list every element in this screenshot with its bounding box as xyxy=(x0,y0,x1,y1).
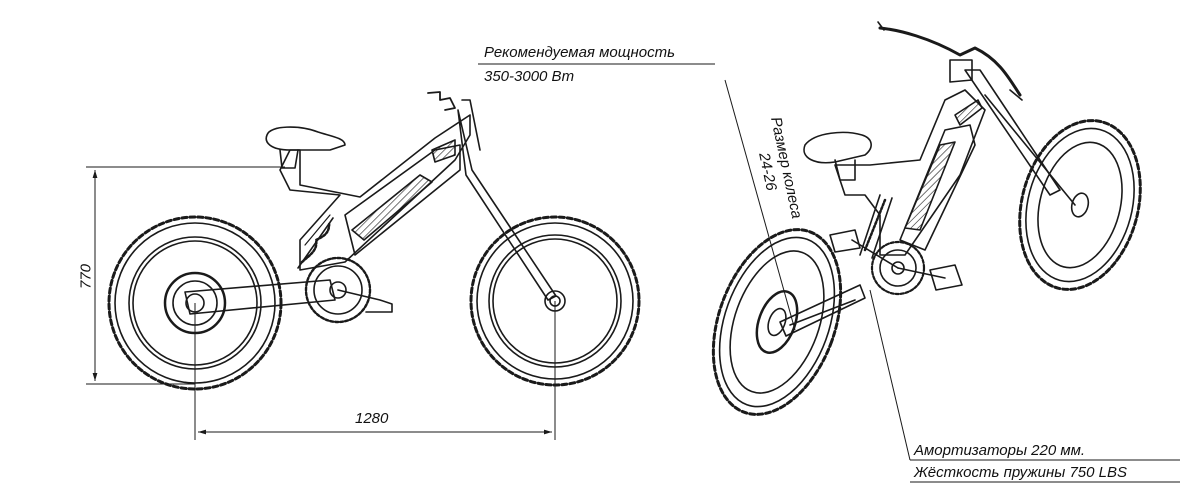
height-dimension xyxy=(86,166,285,385)
seat xyxy=(265,126,346,169)
perspective-bike xyxy=(711,21,1142,416)
spring-value: Жёсткость пружины 750 LBS xyxy=(914,464,1128,481)
power-title: Рекомендуемая мощность xyxy=(484,44,675,61)
perspective-seat xyxy=(803,131,872,181)
side-view-bike xyxy=(107,91,641,391)
perspective-shock xyxy=(859,194,893,259)
perspective-battery xyxy=(904,141,956,231)
perspective-crank xyxy=(829,229,963,296)
fork xyxy=(427,91,557,301)
perspective-front-wheel xyxy=(1018,119,1142,291)
wheelbase-dimension-label: 1280 xyxy=(355,410,389,427)
main-frame xyxy=(279,114,471,271)
wheelbase-dimension xyxy=(194,301,556,440)
shock-title: Амортизаторы 220 мм. xyxy=(914,442,1086,459)
rear-shock xyxy=(297,214,334,269)
swingarm xyxy=(184,279,336,315)
chainring xyxy=(304,256,393,324)
perspective-rear-wheel xyxy=(711,228,843,416)
power-value: 350-3000 Вт xyxy=(484,68,575,85)
perspective-handlebar xyxy=(877,21,1076,206)
battery-panel xyxy=(351,174,433,241)
leader-lines xyxy=(478,63,1180,483)
height-dimension-label: 770 xyxy=(77,263,95,290)
